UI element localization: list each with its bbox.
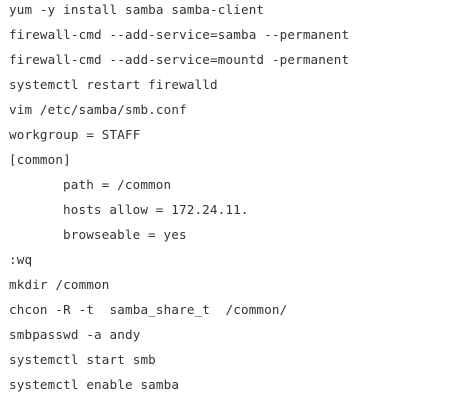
- line-wq: :wq: [9, 252, 33, 267]
- line-vim-smbconf: vim /etc/samba/smb.conf: [9, 102, 187, 117]
- line-hosts-allow: hosts allow = 172.24.11.: [63, 202, 249, 217]
- line-enable-samba: systemctl enable samba: [9, 377, 180, 392]
- line-start-smb: systemctl start smb: [9, 352, 156, 367]
- line-smbpasswd: smbpasswd -a andy: [9, 327, 141, 342]
- line-yum-install: yum -y install samba samba-client: [9, 2, 265, 17]
- line-common-section: [common]: [9, 152, 71, 167]
- command-listing: yum -y install samba samba-client firewa…: [9, 0, 459, 402]
- line-workgroup: workgroup = STAFF: [9, 127, 141, 142]
- line-firewall-mountd: firewall-cmd --add-service=mountd -perma…: [9, 52, 350, 67]
- line-chcon: chcon -R -t samba_share_t /common/: [9, 302, 288, 317]
- line-mkdir: mkdir /common: [9, 277, 110, 292]
- line-path: path = /common: [63, 177, 172, 192]
- line-browseable: browseable = yes: [63, 227, 187, 242]
- line-firewall-samba: firewall-cmd --add-service=samba --perma…: [9, 27, 350, 42]
- line-restart-firewalld: systemctl restart firewalld: [9, 77, 218, 92]
